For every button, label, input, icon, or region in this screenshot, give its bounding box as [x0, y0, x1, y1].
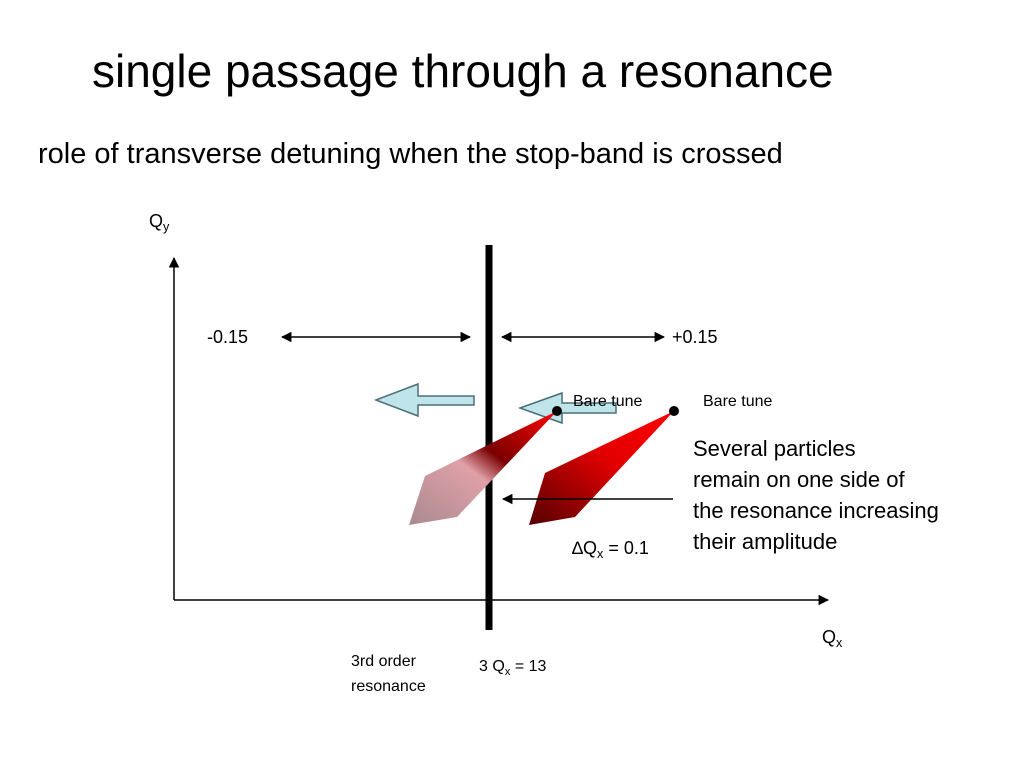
tune-footprint-crossed — [409, 411, 557, 525]
tune-footprint-bare — [529, 411, 674, 525]
note-line: Several particles — [693, 436, 856, 461]
delta-qx-label: ∆Qx = 0.1 — [572, 538, 649, 561]
resonance-equation-label: 3 Qx = 13 — [479, 658, 547, 678]
note-line: the resonance increasing — [693, 498, 939, 523]
detuning-plus-label: +0.15 — [672, 327, 718, 347]
bare-tune-label-right: Bare tune — [703, 393, 773, 410]
bare-tune-point-right — [669, 406, 679, 416]
resonance-order-label: 3rd order resonance — [351, 653, 426, 695]
note-text: Several particles remain on one side of … — [693, 433, 939, 557]
bare-tune-point-left — [552, 406, 562, 416]
detuning-minus-label: -0.15 — [207, 327, 249, 347]
shift-arrow-right-icon — [517, 391, 617, 425]
page-title: single passage through a resonance — [92, 45, 834, 97]
page-subtitle: role of transverse detuning when the sto… — [38, 138, 783, 170]
y-axis-label: Qy — [149, 211, 170, 234]
x-axis-label: Qx — [822, 627, 843, 650]
note-line: their amplitude — [693, 529, 838, 554]
bare-tune-label-left: Bare tune — [573, 393, 643, 410]
note-line: remain on one side of — [693, 467, 905, 492]
shift-arrow-left-icon — [373, 382, 475, 418]
